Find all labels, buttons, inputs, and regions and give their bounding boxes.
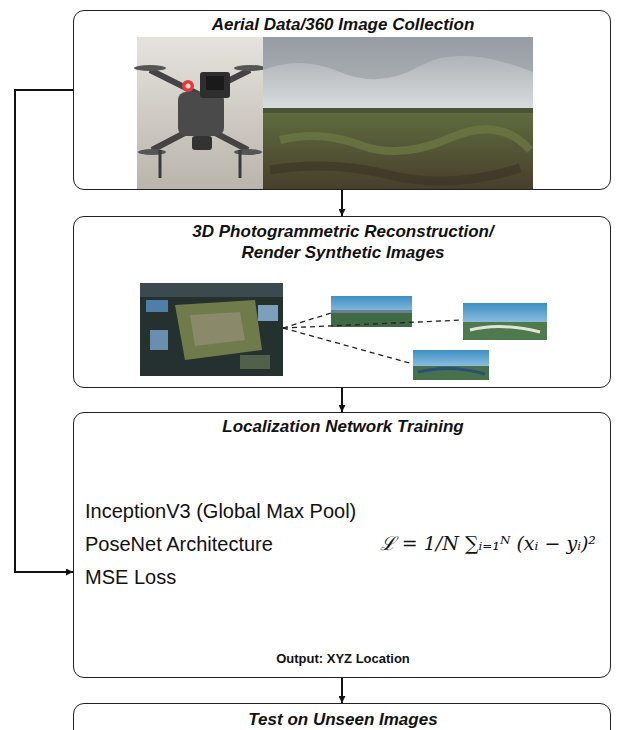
box-title: Test on Unseen Images [133, 709, 553, 730]
reconstruction-image [140, 283, 283, 376]
body-line: PoseNet Architecture [85, 532, 273, 557]
body-line: InceptionV3 (Global Max Pool) [85, 499, 356, 524]
box-title: Localization Network Training [133, 416, 553, 437]
flow-arrow [341, 190, 343, 216]
drone-photo [134, 37, 266, 189]
body-line: MSE Loss [85, 565, 176, 590]
output-note: Output: XYZ Location [143, 651, 543, 667]
flow-arrow [341, 678, 343, 703]
flow-arrow [15, 90, 73, 572]
process-box: Test on Unseen Images [73, 703, 611, 730]
flow-arrow [341, 388, 343, 412]
loss-formula: ℒ = 1/N ∑ᵢ₌₁ᴺ (xᵢ − yᵢ)² [380, 532, 596, 556]
box-title: Aerial Data/360 Image Collection [133, 14, 553, 35]
synthetic-panoramas [283, 296, 547, 380]
process-box: Aerial Data/360 Image Collection [73, 10, 611, 190]
process-box: Localization Network TrainingInceptionV3… [73, 412, 611, 678]
process-box: 3D Photogrammetric Reconstruction/ Rende… [73, 216, 611, 388]
panorama-photo [263, 37, 533, 189]
box-title: 3D Photogrammetric Reconstruction/ Rende… [173, 221, 513, 264]
